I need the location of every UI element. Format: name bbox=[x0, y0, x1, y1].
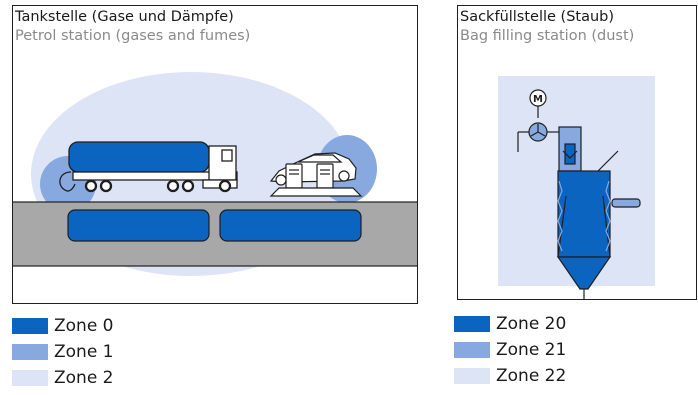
inlet-pipe bbox=[597, 150, 619, 172]
zone-swatch bbox=[12, 370, 48, 386]
legend-label: Zone 22 bbox=[496, 366, 567, 386]
bag-filling-illustration: M bbox=[498, 76, 655, 299]
zone-swatch bbox=[454, 316, 490, 332]
motor-label: M bbox=[533, 94, 543, 105]
silo-cone bbox=[556, 256, 612, 290]
silo-body bbox=[557, 170, 611, 258]
zone-swatch bbox=[454, 368, 490, 384]
fuel-pump-and-car bbox=[269, 152, 363, 197]
zone-swatch bbox=[454, 342, 490, 358]
gas-zone-legend: Zone 0 Zone 1 Zone 2 bbox=[12, 315, 212, 395]
bag bbox=[611, 198, 641, 208]
legend-label: Zone 2 bbox=[54, 368, 114, 388]
panel-title: Tankstelle (Gase und Dämpfe) bbox=[15, 9, 234, 25]
bag-filling-station-panel: M Sackfüllstelle (Staub) Bag filling sta… bbox=[457, 5, 697, 300]
legend-label: Zone 1 bbox=[54, 342, 114, 362]
panel-subtitle: Petrol station (gases and fumes) bbox=[15, 28, 251, 44]
tanker-truck bbox=[59, 141, 238, 193]
petrol-station-panel: Tankstelle (Gase und Dämpfe) Petrol stat… bbox=[12, 5, 418, 304]
underground-tank-right bbox=[219, 209, 362, 242]
dust-zone-legend: Zone 20 Zone 21 Zone 22 bbox=[454, 313, 654, 393]
panel-title: Sackfüllstelle (Staub) bbox=[460, 9, 615, 25]
panel-subtitle: Bag filling station (dust) bbox=[460, 28, 635, 44]
zone-swatch bbox=[12, 318, 48, 334]
motor-circle bbox=[529, 89, 547, 107]
zone-swatch bbox=[12, 344, 48, 360]
legend-label: Zone 21 bbox=[496, 340, 567, 360]
legend-label: Zone 20 bbox=[496, 314, 567, 334]
legend-label: Zone 0 bbox=[54, 316, 114, 336]
underground-tank-left bbox=[67, 209, 210, 242]
petrol-station-illustration bbox=[13, 72, 417, 276]
